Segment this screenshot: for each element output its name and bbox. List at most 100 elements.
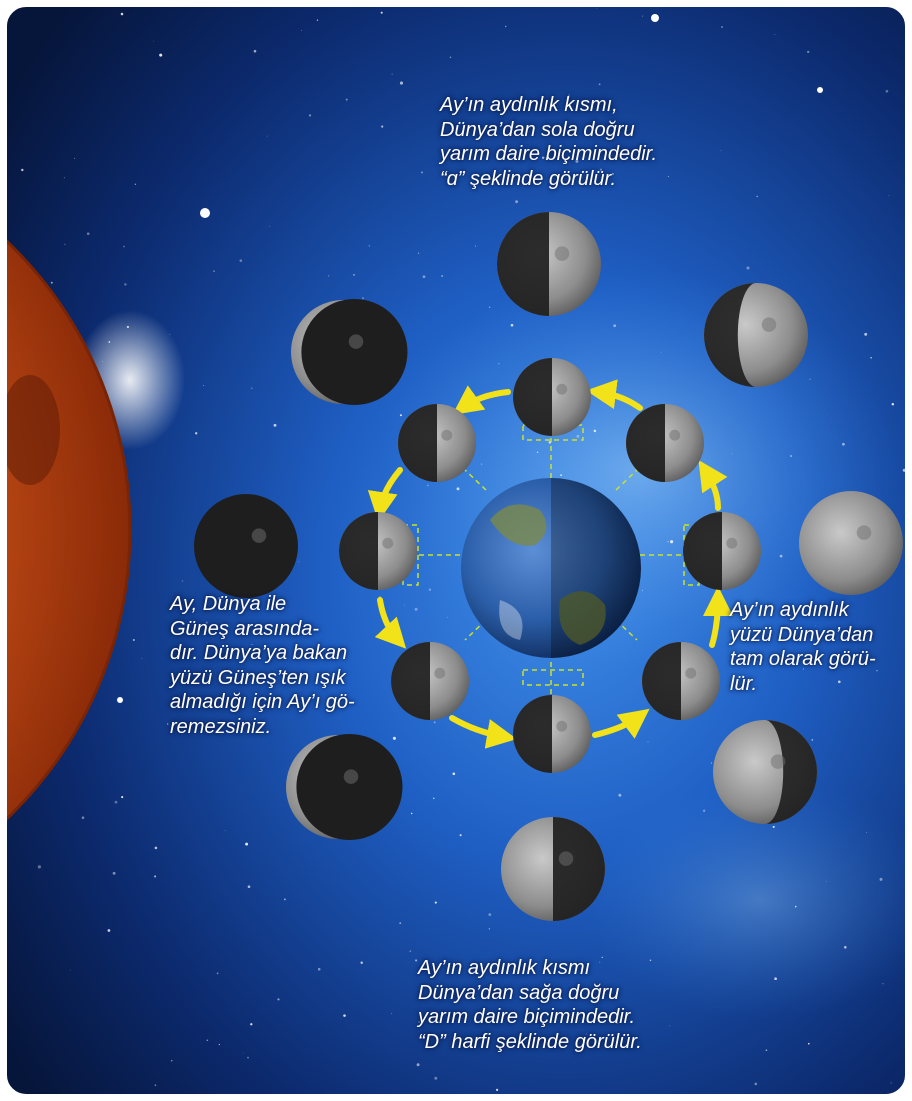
star [802,668,804,670]
star [159,53,163,57]
caption-bottom-line-2: Dünya’dan sağa doğru [418,981,620,1004]
star [284,898,286,901]
star [785,626,788,628]
star [132,639,135,641]
moon-icon [683,512,761,590]
moon-icon [642,642,720,720]
star [433,797,435,799]
star [380,11,383,14]
star [488,928,491,930]
star [456,487,460,491]
star [754,1082,758,1086]
star [121,796,124,799]
caption-left-line-2: Güneş arasında- [170,617,319,640]
star [141,658,143,660]
star [203,384,205,387]
star [891,403,895,406]
moon-icon [513,695,591,773]
star [74,157,75,159]
star [613,324,617,328]
star [888,195,890,197]
nebula-glow-lower [580,780,906,1020]
star [446,616,448,618]
star [481,463,483,465]
star [154,846,158,850]
star [247,1056,249,1059]
moon-icon [286,733,403,841]
star [250,1023,253,1026]
bright-star [117,697,123,703]
star [488,913,492,916]
star [410,812,413,815]
star [414,607,418,611]
caption-left-line-1: Ay, Dünya ile [170,593,287,615]
star [433,721,436,724]
star [418,252,420,254]
star [268,1099,269,1100]
star [154,875,157,878]
star [660,351,662,353]
caption-top-line-2: Dünya’dan sola doğru [440,118,635,141]
sun-spot [6,375,60,485]
star [564,156,566,158]
star [317,967,321,971]
caption-right: Ay’ın aydınlık yüzü Dünya’dan tam olarak… [730,598,900,696]
star [536,451,539,453]
caption-right-line-1: Ay’ın aydınlık [730,599,849,621]
star [360,961,363,964]
star [601,956,603,959]
star [452,772,456,776]
star [345,98,348,101]
star [882,983,884,985]
star [892,6,894,7]
star [642,15,643,17]
moon-icon [398,404,476,482]
star [181,580,184,582]
star [151,2,154,5]
caption-left: Ay, Dünya ile Güneş arasında- dır. Dünya… [170,592,362,739]
star [757,661,759,662]
star [86,232,90,236]
star [542,156,545,159]
star [790,455,792,457]
star [263,680,266,684]
star [399,414,402,417]
sun-icon [6,128,132,932]
star [0,536,1,538]
star [879,877,883,881]
star [418,1020,421,1024]
star [124,283,127,286]
star [667,541,669,543]
star [837,680,841,684]
star [809,378,811,380]
bright-star [200,208,210,218]
caption-right-line-4: lür. [730,672,758,695]
caption-top: Ay’ın aydınlık kısmı, Dünya’dan sola doğ… [440,93,702,191]
star [794,905,797,908]
star [343,1014,346,1017]
star [593,429,597,433]
star [510,323,514,327]
star [721,26,723,28]
star [242,1052,244,1054]
star [216,972,219,975]
star [205,621,208,624]
caption-left-line-4: yüzü Güneş’ten ışık [170,666,346,689]
star [316,19,319,21]
star [314,693,316,695]
moon-icon [704,283,808,387]
star [598,83,601,86]
star [107,929,111,932]
caption-bottom-line-4: “D” harfi şeklinde görülür. [418,1030,642,1053]
star [807,50,810,54]
caption-bottom-line-3: yarım daire biçimindedir. [418,1006,636,1028]
star [866,1,867,2]
star [441,275,443,277]
star [481,1037,483,1039]
star [449,56,452,58]
caption-right-line-2: yüzü Dünya’dan [730,623,874,646]
star [206,1039,209,1042]
star [885,89,889,93]
star [774,33,776,35]
star [112,871,116,875]
